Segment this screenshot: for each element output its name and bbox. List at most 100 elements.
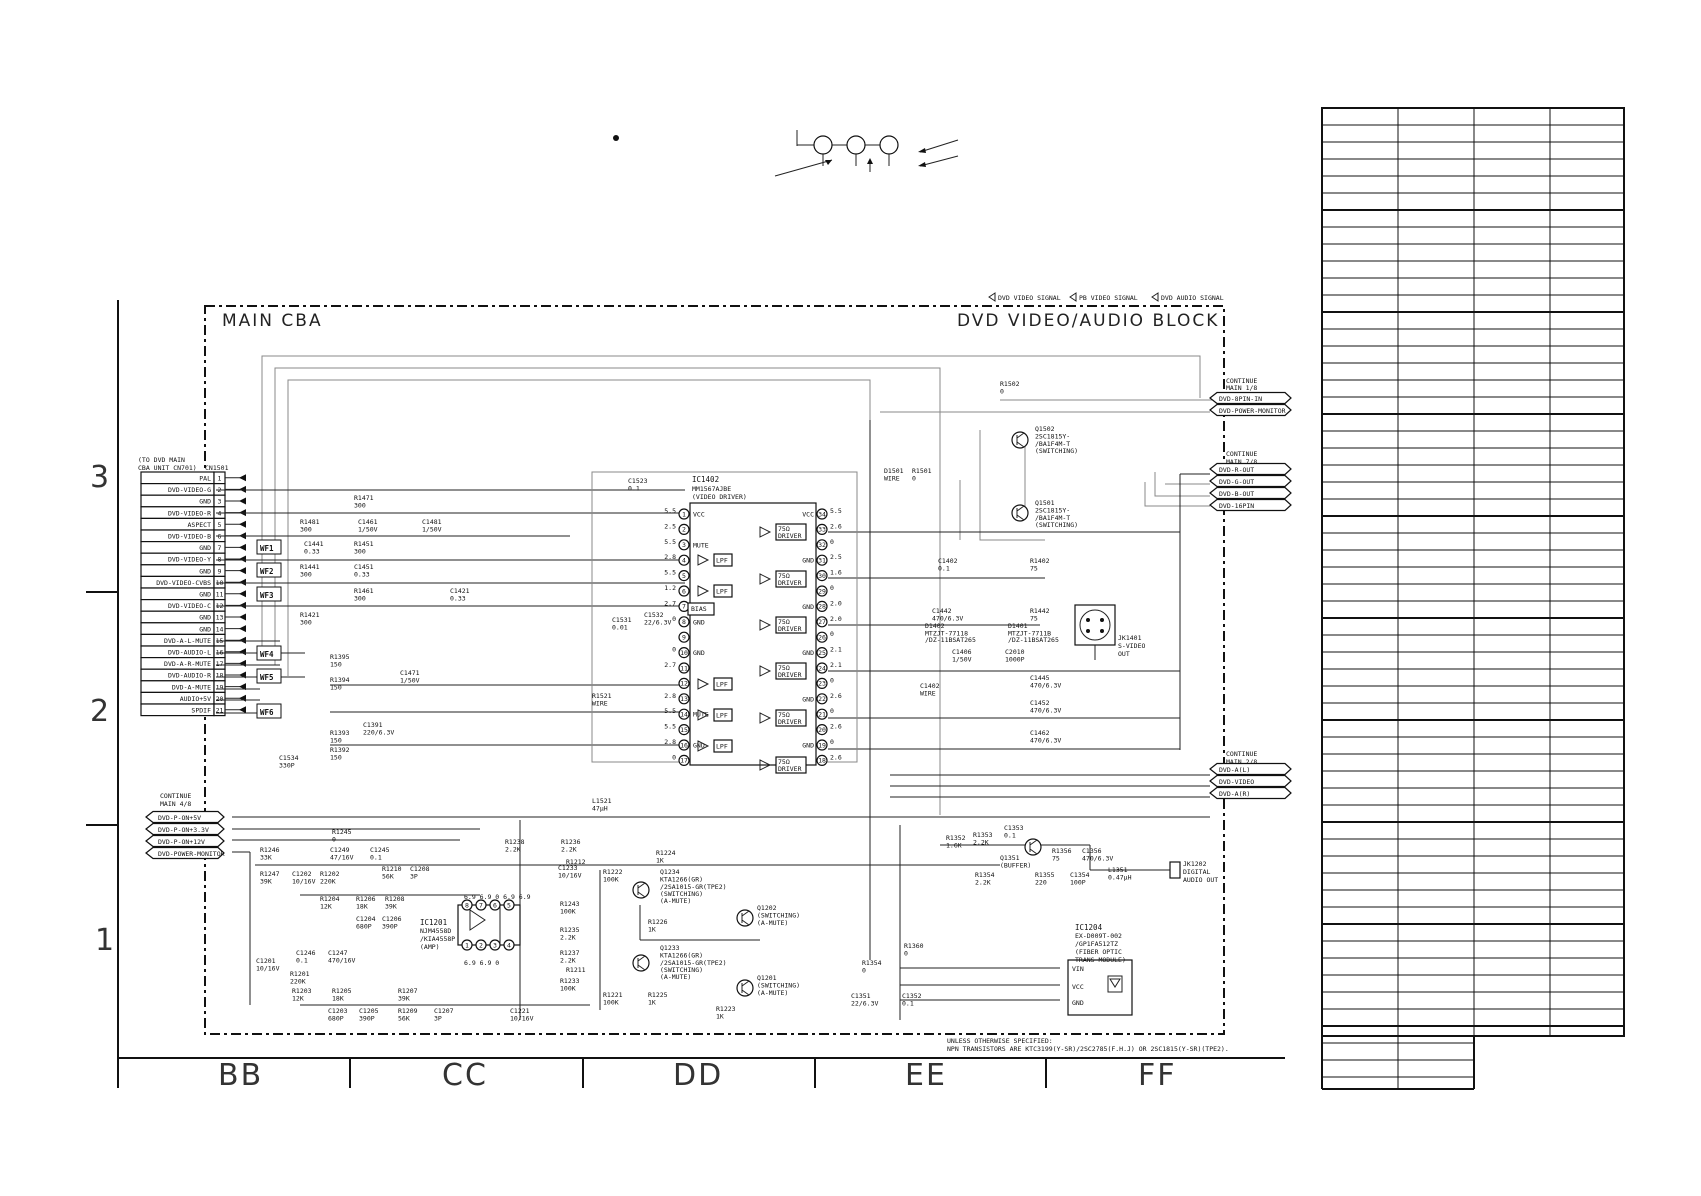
transistor-symbol [632,881,650,899]
ic1402-driver-label-2: DRIVER [778,671,802,679]
ic1402-right-volt: 2.6 [830,753,842,761]
component-ref: C1205 [359,1007,379,1015]
transistor-symbol [736,909,754,927]
component-ref: C1421 [450,587,470,595]
cn1501-pin-number: 19 [216,683,224,691]
ic1402-driver-box [775,570,807,588]
component-value: 390P [359,1015,375,1023]
component-ref: C1245 [370,846,390,854]
transistor-collector [637,882,646,889]
component-value: 75 [1030,615,1038,623]
ic1402-left-pin-label: GND [693,742,705,750]
component-value: MTZJT-77118 [925,630,968,638]
transistor-collector [741,910,750,917]
component-value: 10/16V [256,965,280,973]
ic1402-right-pin-num: 24 [818,664,826,672]
cn1501-pin-number: 13 [216,614,224,622]
ic1402-left-volt: 1.2 [664,584,676,592]
component-value: (SWITCHING) [757,912,800,920]
component-value: 1K [716,1013,724,1021]
ic1402-right-volt: 2.0 [830,615,842,623]
jk1401-b: OUT [1118,650,1130,658]
component-ref: Q1502 [1035,425,1055,433]
ic1402-left-volt: 0 [672,753,676,761]
ic1402-right-pin [816,600,828,613]
component-ref: Q1234 [660,868,680,876]
zone-dd: DD [673,1058,723,1093]
component-detail: (SWITCHING) [660,890,703,898]
ic1201-top-volts: 6.9 6.9 0 6.9 6.9 [464,893,531,901]
ic1402-right-pin-num: 32 [818,541,826,549]
component-value: 18K [356,903,368,911]
component-ref: R1226 [648,918,668,926]
ic1402-left-pin [678,723,690,736]
cn1501-pin-number: 20 [216,695,224,703]
component-value: WIRE [592,700,608,708]
jk1202-jack [1169,861,1181,879]
component-value: 470/6.3V [1030,737,1061,745]
ic1402-right-pin [816,554,828,566]
cn1501-pin-name: DVD-AUDIO-L [168,649,211,657]
cn1501-pin-arrow [239,555,246,563]
cont-main78-l2: MAIN 7/8 [1226,458,1257,466]
component-ref: R1210 [382,865,402,873]
component-value: 470/6.3V [1030,707,1061,715]
ic1402-left-pin [678,631,690,643]
ic1402-left-pin-label: MUTE [693,711,709,719]
waveform-tag-label: WF2 [260,567,274,576]
ic1402-driver-amp [759,665,772,677]
ic1402-right-volt: 0 [830,538,834,546]
component-ref: R1352 [946,834,966,842]
component-value: 2.2K [560,957,576,965]
component-ref: C1207 [434,1007,454,1015]
ic1402-left-pin-num: 14 [680,711,688,719]
ic1402-right-pin-label: GND [802,557,814,565]
cn1501-pin-name: GND [199,625,211,633]
zone-bb: BB [218,1058,263,1093]
power-connector-shape [145,846,225,860]
ic1402-right-pin-num: 30 [818,572,826,580]
ic1402-right-pin-num: 28 [818,603,826,611]
ic1402-left-volt: 5.5 [664,723,676,731]
component-detail: /2SA1015-GR(TPE2) [660,883,727,891]
ic1201-bottom-pin-num: 1 [465,942,469,950]
ic1402-driver-label-2: DRIVER [778,718,802,726]
ic1402-right-volt: 0 [830,738,834,746]
cn1501-pin-name: GND [199,544,211,552]
ic1402-left-pin-num: 2 [682,526,686,534]
signal-legend: DVD VIDEO SIGNAL PB VIDEO SIGNAL DVD AUD… [988,292,1224,302]
component-value: 47/16V [330,854,354,862]
component-value: 0.1 [902,1000,914,1008]
component-value: 1K [648,999,656,1007]
waveform-tag-box [256,703,282,719]
ic1201-a: NJM4558D [420,927,451,935]
ic1402-left-pin [678,693,690,705]
ic1402-left-pin-num: 4 [682,557,686,565]
transistor-emitter [741,989,750,996]
ic1402-left-pin-num: 7 [682,603,686,611]
component-ref: C1406 [952,648,972,656]
ic1402-left-volt: 2.8 [664,692,676,700]
component-ref: Q1201 [757,974,777,982]
component-ref: C1354 [1070,871,1090,879]
ic1201-bottom-pin [489,939,501,951]
component-value: 0.01 [612,624,628,632]
left-power-connectors: DVD-P-ON+5VDVD-P-ON+3.3VDVD-P-ON+12VDVD-… [145,810,225,860]
ic1201-top-pin [489,899,501,911]
ic1402-right-volt: 2.5 [830,553,842,561]
jk1202-a: DIGITAL [1183,868,1210,876]
waveform-tag-label: WF4 [260,650,274,659]
ic1402-left-volt: 5.5 [664,507,676,515]
component-value: 100P [1070,879,1086,887]
transistor-symbol [1011,431,1029,449]
component-value: 330P [279,762,295,770]
component-value: WIRE [920,690,936,698]
component-value: 2.2K [561,846,577,854]
ic1402-left-pin-label: VCC [693,511,705,519]
component-value: 0.1 [296,957,308,965]
transistor-emitter [1016,514,1025,521]
cn1501-pin-arrow [239,625,246,633]
component-value: 0 [332,836,336,844]
component-value: 680P [356,923,372,931]
